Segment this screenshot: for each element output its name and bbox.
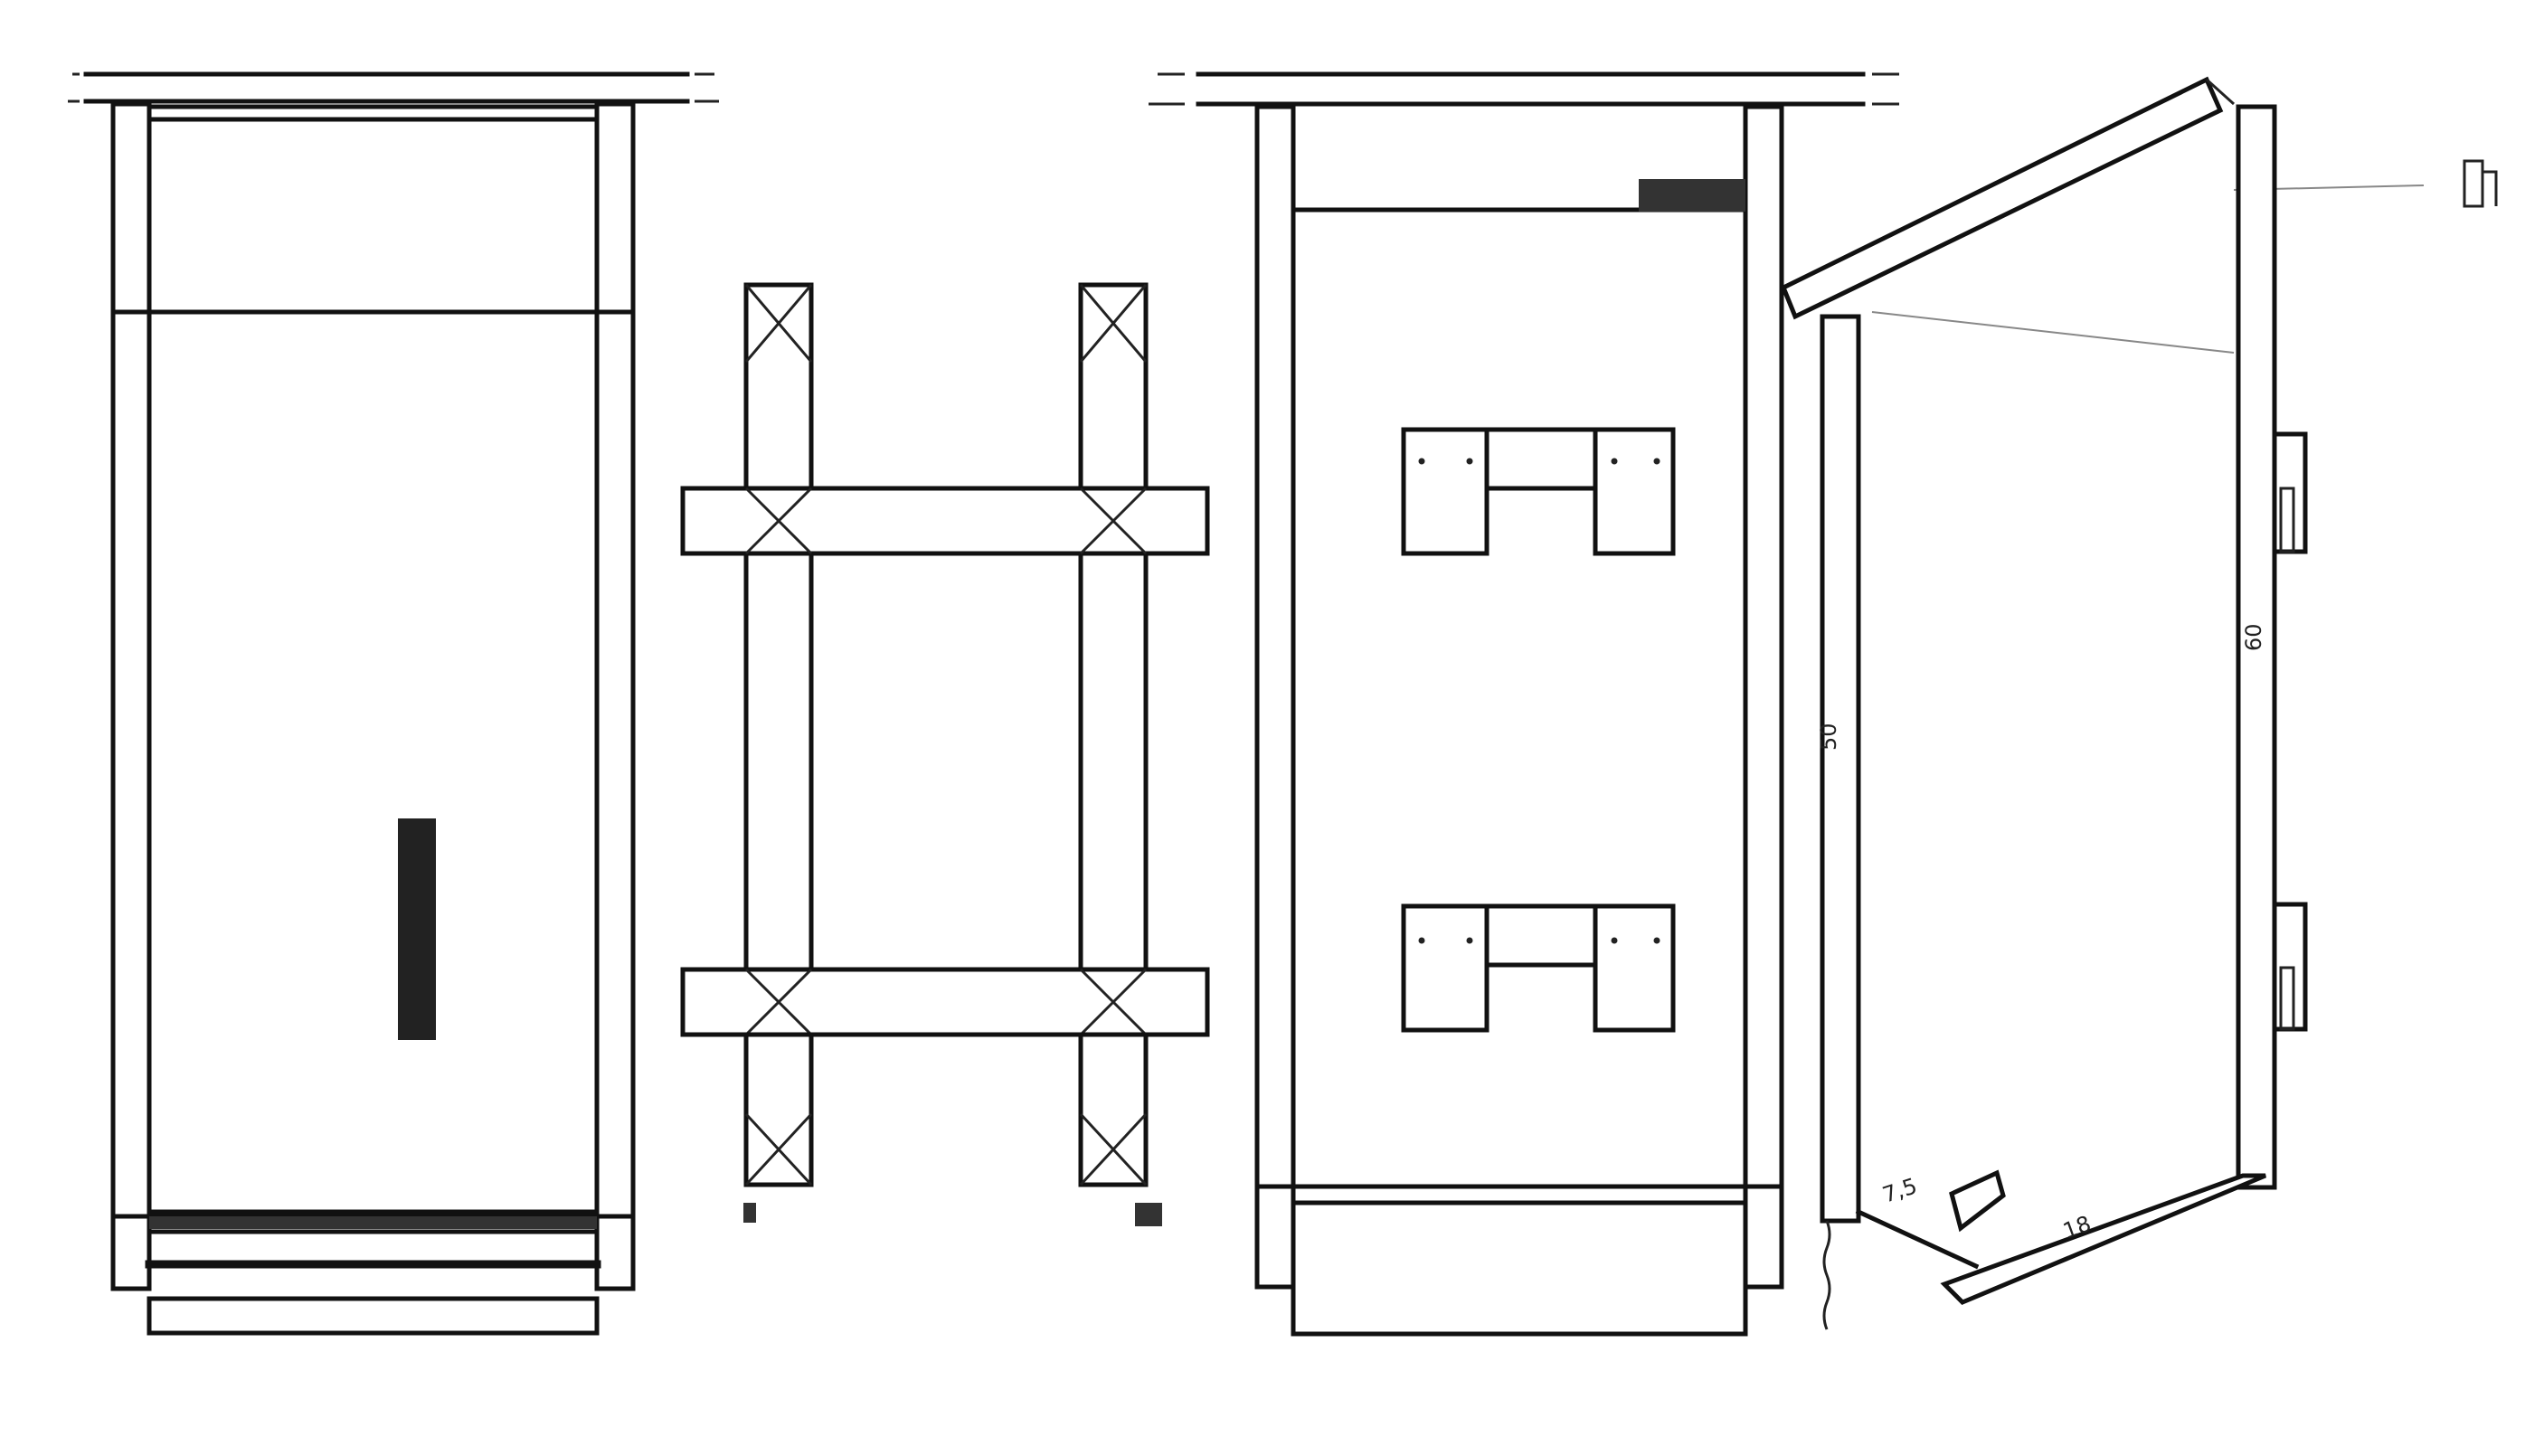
- left-top-block: [743, 282, 814, 491]
- roof-board: [1780, 76, 2224, 320]
- joint-cross: [1079, 487, 1148, 555]
- hatched-block: [1639, 179, 1745, 212]
- right-post: [594, 101, 636, 1291]
- screw-hole: [1653, 937, 1660, 944]
- dim-right-height: 60: [2241, 623, 2266, 651]
- foot-board: [147, 1296, 600, 1336]
- step-block: [1949, 1169, 2006, 1233]
- base-block: [1291, 1200, 1748, 1337]
- cross-mark: [1079, 284, 1148, 363]
- joint-cross: [744, 487, 813, 555]
- back-view: [1149, 71, 1899, 1337]
- rear-wall: [2236, 104, 2277, 1190]
- detail-bracket-icon: [2463, 159, 2498, 208]
- guide-line: [1871, 311, 2235, 354]
- roof-tip: [2205, 78, 2236, 106]
- left-foot-block: [743, 1032, 814, 1187]
- sill-shading: [149, 1216, 597, 1229]
- bracket-left-lower: [1401, 903, 1490, 1033]
- left-post: [110, 101, 152, 1291]
- bracket-left-upper: [1401, 427, 1490, 556]
- screw-hole: [1653, 458, 1660, 465]
- bracket-bridge-upper: [1484, 427, 1598, 491]
- frame-view: [680, 282, 1210, 1226]
- entrance-slot: [398, 818, 436, 1040]
- bracket-bridge-lower: [1484, 903, 1598, 968]
- screw-hole: [1611, 458, 1618, 465]
- right-post: [1743, 104, 1784, 1290]
- screw-hole: [1466, 458, 1473, 465]
- floor-slope: [1855, 1208, 1980, 1270]
- bracket-right-lower: [1593, 903, 1676, 1033]
- dim-floor-step: 7,5: [1879, 1173, 1920, 1207]
- screw-hole: [1611, 937, 1618, 944]
- back-panel: [1291, 207, 1748, 1189]
- screw-hole: [1418, 458, 1425, 465]
- upper-crossbar: [680, 486, 1210, 556]
- base-board: [147, 1229, 600, 1267]
- front-wall: [1820, 314, 1861, 1224]
- screw-hole: [1418, 937, 1425, 944]
- smudge: [743, 1203, 756, 1223]
- bracket-right-upper: [1593, 427, 1676, 556]
- rear-bracket-upper: [2272, 431, 2308, 554]
- bracket-stub: [2279, 487, 2295, 553]
- smudge: [1135, 1203, 1162, 1226]
- front-view: [68, 71, 719, 1336]
- joint-cross: [1079, 968, 1148, 1036]
- screw-hole: [1466, 937, 1473, 944]
- section-view: 50 60 7,5 18: [1780, 76, 2498, 1330]
- right-foot-block: [1078, 1032, 1149, 1187]
- cross-mark: [744, 1112, 813, 1187]
- dim-left-height: 50: [1816, 723, 1841, 751]
- bracket-stub: [2279, 966, 2295, 1031]
- floor-board: [1940, 1173, 2266, 1305]
- cross-mark: [1079, 1112, 1148, 1187]
- cross-mark: [744, 284, 813, 363]
- joint-cross: [744, 968, 813, 1036]
- front-panel: [147, 104, 600, 1215]
- left-post: [1254, 104, 1296, 1290]
- lower-crossbar: [680, 967, 1210, 1037]
- wavy-ground-icon: [1822, 1220, 1831, 1330]
